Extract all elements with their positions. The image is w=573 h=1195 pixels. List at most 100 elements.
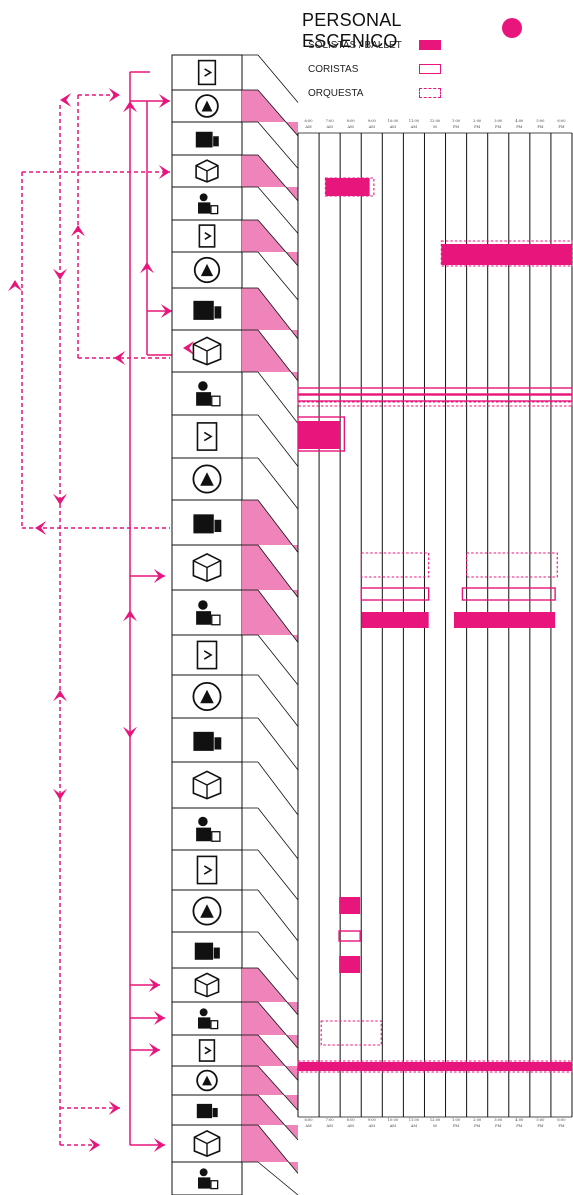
schedule-grid: 6:00AM6:00AM7:00AM7:00AM8:00AM8:00AM9:00…	[297, 119, 573, 1128]
connector-line	[257, 121, 299, 169]
connector-line	[257, 1065, 299, 1111]
room-highlight-band	[242, 220, 298, 266]
flow-arrowhead	[183, 341, 195, 355]
bar-solistas	[339, 956, 361, 973]
time-label-bottom: 12:00	[430, 1118, 441, 1122]
time-label-bottom-period: AM	[347, 1124, 355, 1128]
workshop-desk-icon	[192, 464, 222, 494]
bar-solistas	[453, 612, 556, 628]
time-label-top: 8:00	[347, 119, 356, 123]
icon-ring	[193, 256, 221, 284]
flow-arrows	[8, 71, 195, 1152]
bar-coristas	[338, 930, 361, 942]
fountain-icon	[196, 816, 221, 842]
room-highlight-band	[242, 1035, 298, 1081]
bar-solistas	[441, 244, 572, 265]
room-highlight-band	[242, 1002, 298, 1049]
flow-arrowhead	[153, 1138, 165, 1152]
time-label-bottom-period: PM	[516, 1124, 522, 1128]
connector-line	[257, 589, 299, 643]
icon-cube	[192, 770, 222, 800]
icon-side	[213, 136, 219, 147]
icon-ring	[192, 896, 222, 926]
room-highlight-band	[242, 590, 298, 643]
icon-cube-edge	[193, 560, 221, 582]
office-person-icon	[194, 972, 220, 998]
icon-body	[196, 392, 212, 406]
icon-cube	[193, 1130, 221, 1157]
icon-cube	[192, 553, 222, 582]
icon-side	[213, 947, 220, 959]
bar-solistas	[325, 178, 370, 196]
time-label-top-period: AM	[325, 125, 333, 129]
room-highlight-band	[242, 155, 298, 201]
icon-side	[214, 737, 222, 750]
connector-line	[257, 251, 299, 301]
icon-arrow	[203, 865, 213, 875]
warehouse-stack-icon	[192, 770, 222, 800]
office-building-icon	[198, 1008, 219, 1030]
icon-body	[198, 202, 211, 214]
connector-line	[257, 457, 299, 510]
time-label-bottom-period: PM	[453, 1124, 459, 1128]
connector-line	[257, 889, 299, 942]
time-label-bottom: 8:00	[347, 1118, 356, 1122]
icon-mark	[200, 904, 214, 918]
time-label-top: 9:00	[368, 119, 377, 123]
connector-line	[257, 414, 299, 467]
icon-side	[212, 1107, 218, 1118]
time-label-top: 2:00	[473, 119, 482, 123]
connector-line	[257, 634, 299, 686]
icon-block	[196, 1103, 213, 1119]
icon-arrow	[204, 232, 212, 240]
flow-arrowhead	[140, 262, 154, 274]
page-title: PERSONAL ESCENICO	[302, 10, 401, 51]
icon-desk	[210, 205, 219, 215]
time-label-top: 3:00	[494, 119, 503, 123]
time-label-bottom: 6:00	[304, 1118, 313, 1122]
time-label-top: 1:00	[452, 119, 461, 123]
bar-orquesta	[320, 1020, 382, 1046]
icon-mark	[200, 472, 214, 486]
time-label-bottom-period: PM	[537, 1124, 543, 1128]
icon-cube	[195, 159, 219, 183]
flow-arrowhead	[153, 569, 165, 583]
person-circle-icon	[194, 942, 220, 960]
box-tool-icon	[196, 600, 221, 626]
icon-cube	[192, 336, 222, 366]
icon-head	[199, 193, 208, 202]
time-label-top: 6:00	[557, 119, 566, 123]
flow-arrowhead	[158, 165, 170, 179]
time-label-top: 4:00	[515, 119, 524, 123]
connector-line	[257, 544, 299, 598]
icon-desk	[211, 395, 221, 407]
time-label-top-period: PM	[537, 125, 543, 129]
legend-label-solistas: SOLISTAS / BALLET	[308, 40, 402, 51]
bar-coristas	[297, 394, 573, 402]
icon-cube-edge	[193, 777, 221, 799]
room-highlight-band	[242, 330, 298, 381]
warehouse-icon	[192, 681, 222, 712]
icon-cube-edge	[193, 343, 221, 365]
flow-arrowhead	[108, 1101, 120, 1115]
flow-arrowhead	[158, 94, 170, 108]
time-label-top-period: PM	[453, 125, 459, 129]
bar-coristas	[360, 587, 430, 601]
icon-mark	[202, 1075, 212, 1086]
bar-solistas	[361, 612, 429, 628]
icon-cube-edge	[195, 978, 219, 997]
flow-arrowhead	[53, 690, 67, 702]
time-label-top-period: PM	[558, 125, 564, 129]
icon-arrow	[203, 650, 213, 660]
icon-frame	[198, 1039, 216, 1062]
room-highlight-band	[242, 1095, 298, 1140]
icon-cube-edge	[194, 1136, 220, 1157]
time-label-top-period: PM	[495, 125, 501, 129]
icon-block	[193, 300, 214, 320]
icon-body	[198, 1017, 211, 1029]
room-box	[171, 414, 243, 459]
connector-line	[257, 499, 299, 553]
icon-side	[214, 306, 222, 319]
icon-frame	[198, 224, 216, 248]
